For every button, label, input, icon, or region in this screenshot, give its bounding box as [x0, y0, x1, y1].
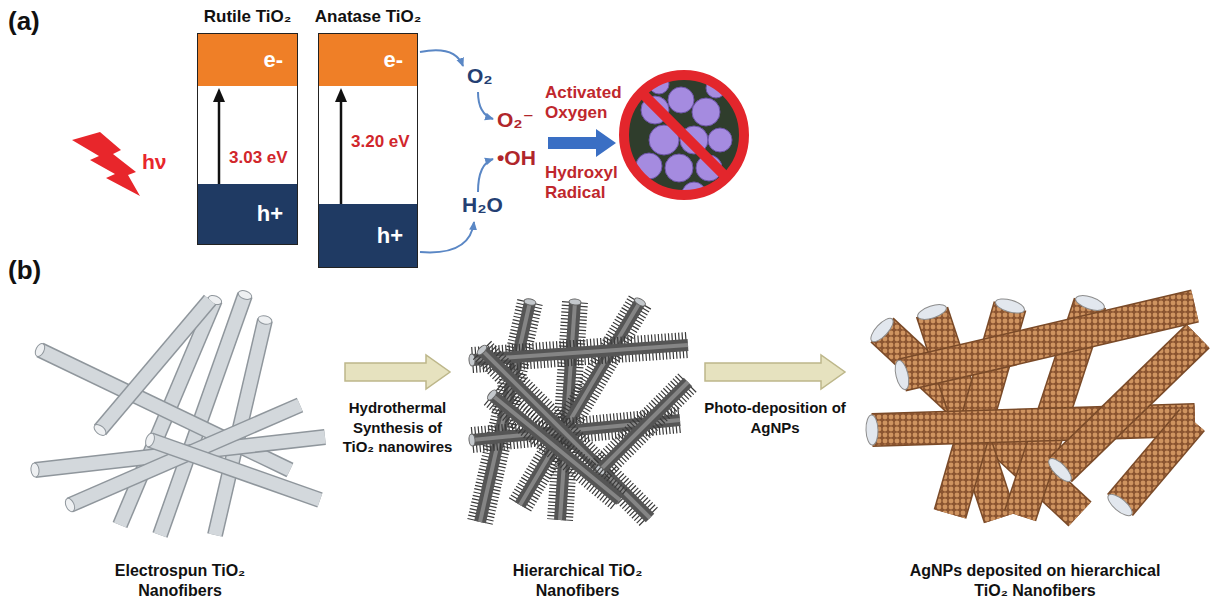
- arrow-head: [335, 88, 347, 102]
- fiber-end: [33, 342, 46, 358]
- valence-band: h+: [198, 184, 297, 244]
- bacteria-ground: [620, 70, 750, 200]
- species-name: Hydroxyl Radical: [545, 163, 629, 204]
- species-label: •OH: [497, 146, 536, 170]
- connector-arrow: [213, 88, 225, 184]
- fiber-end: [486, 388, 498, 401]
- fiber-core: [600, 382, 688, 470]
- process-arrow: [345, 355, 450, 389]
- band-diagram: Rutile TiO₂e-h+: [197, 33, 298, 245]
- fiber-illustration: AgNPs deposited on hierarchical TiO₂ Nan…: [855, 285, 1215, 607]
- valence-band: h+: [319, 204, 417, 267]
- fiber-end: [469, 354, 476, 366]
- fiber-end: [867, 315, 896, 345]
- fiber-caption: AgNPs deposited on hierarchical TiO₂ Nan…: [895, 561, 1175, 601]
- fiber-highlight: [482, 350, 650, 518]
- arrow-head: [213, 88, 225, 102]
- prohibition-bar: [642, 93, 727, 178]
- fiber-end: [468, 434, 475, 447]
- conduction-band: e-: [319, 34, 417, 86]
- nanowire-spikes: [482, 350, 650, 518]
- fiber-end: [1045, 455, 1075, 485]
- connector-arrow: [705, 355, 845, 389]
- fiber-end: [30, 463, 40, 478]
- excitation-line: [340, 100, 343, 204]
- conduction-band: e-: [198, 34, 297, 86]
- fiber-outline: [100, 300, 210, 430]
- species-name: Activated Oxygen: [545, 83, 629, 124]
- fiber-end: [633, 296, 646, 307]
- silver-coated-nanofibers: [866, 293, 1198, 520]
- excitation-line: [218, 100, 221, 184]
- hole-label: h+: [377, 223, 403, 249]
- fiber-illustration: Hierarchical TiO₂ Nanofibers: [460, 285, 695, 607]
- bacterium: [665, 154, 693, 182]
- species-label: H₂O: [462, 193, 503, 217]
- fiber-end: [523, 298, 536, 307]
- panel-label: (b): [8, 255, 41, 286]
- fiber-caption: Hierarchical TiO₂ Nanofibers: [503, 561, 653, 601]
- plain-nanofibers: [30, 289, 325, 535]
- fiber-end: [144, 432, 156, 448]
- fiber-core: [492, 395, 620, 500]
- bacteria-image: [620, 70, 750, 206]
- fiber-highlight: [492, 395, 620, 500]
- process-arrow: [705, 355, 845, 389]
- band-title: Anatase TiO₂: [299, 7, 437, 27]
- fiber-end: [237, 289, 253, 301]
- band-gap-label: 3.20 eV: [351, 132, 410, 152]
- fiber-end: [1105, 491, 1136, 520]
- band-gap-label: 3.03 eV: [229, 148, 288, 168]
- bacterium: [708, 128, 732, 152]
- fiber-body: [100, 300, 210, 430]
- fiber-core: [482, 350, 650, 518]
- bacterium: [692, 98, 720, 126]
- fiber-end: [92, 422, 108, 437]
- species-label: O₂⁻: [497, 108, 534, 132]
- photon-label: hν: [142, 150, 167, 174]
- nanowire-spikes: [492, 395, 620, 500]
- fiber-outline: [872, 420, 1195, 430]
- hole-transfer-arrow: [420, 222, 474, 252]
- fiber-end: [64, 497, 77, 513]
- silver-particle-coat: [872, 420, 1195, 430]
- fiber-end: [1074, 293, 1106, 314]
- prohibition-ring: [624, 75, 744, 195]
- electron-transfer-arrow: [420, 50, 463, 66]
- electron-label: e-: [263, 47, 283, 73]
- fiber-end: [994, 296, 1026, 316]
- hole-label: h+: [257, 201, 283, 227]
- fiber-highlight: [600, 382, 688, 470]
- reaction-arrow: [478, 159, 493, 192]
- fiber-end: [476, 344, 489, 357]
- fiber-body: [150, 440, 320, 500]
- fiber-end: [569, 299, 581, 306]
- panel-label: (a): [8, 6, 40, 37]
- bacterium: [668, 87, 694, 113]
- kill-arrow: [548, 129, 616, 157]
- fiber-end: [893, 359, 912, 391]
- reaction-arrow: [478, 92, 493, 119]
- nanowire-spikes: [600, 382, 688, 470]
- hierarchical-nanofibers: [468, 296, 688, 522]
- process-step-label: Photo-deposition of AgNPs: [700, 398, 850, 437]
- electron-label: e-: [383, 47, 403, 73]
- fiber-outline: [1120, 420, 1192, 505]
- fiber-caption: Electrospun TiO₂ Nanofibers: [105, 561, 255, 601]
- silver-particle-coat: [1120, 420, 1192, 505]
- fiber-outline: [150, 440, 320, 500]
- fiber-illustration: Electrospun TiO₂ Nanofibers: [25, 285, 335, 607]
- band-title: Rutile TiO₂: [178, 7, 317, 27]
- connector-arrow: [345, 355, 450, 389]
- fiber-end: [257, 315, 272, 326]
- process-step-label: Hydrothermal Synthesis of TiO₂ nanowires: [337, 398, 459, 457]
- fiber-end: [866, 415, 879, 445]
- species-label: O₂: [467, 64, 493, 88]
- light-bolt: [72, 132, 140, 196]
- connector-arrow: [335, 88, 347, 204]
- fiber-end: [916, 302, 948, 323]
